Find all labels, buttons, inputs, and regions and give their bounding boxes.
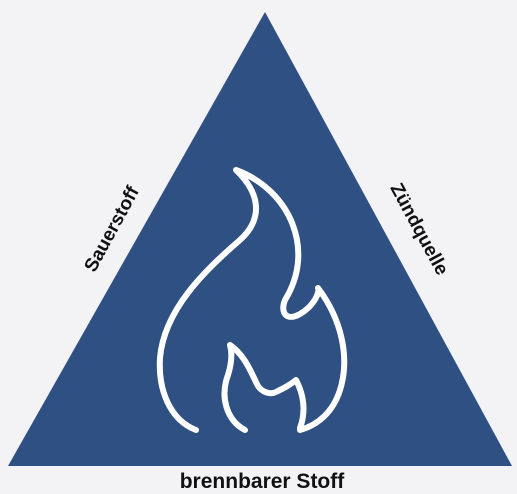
fire-triangle xyxy=(8,12,512,466)
bottom-label: brennbarer Stoff xyxy=(180,470,346,493)
fire-icon xyxy=(156,167,348,433)
